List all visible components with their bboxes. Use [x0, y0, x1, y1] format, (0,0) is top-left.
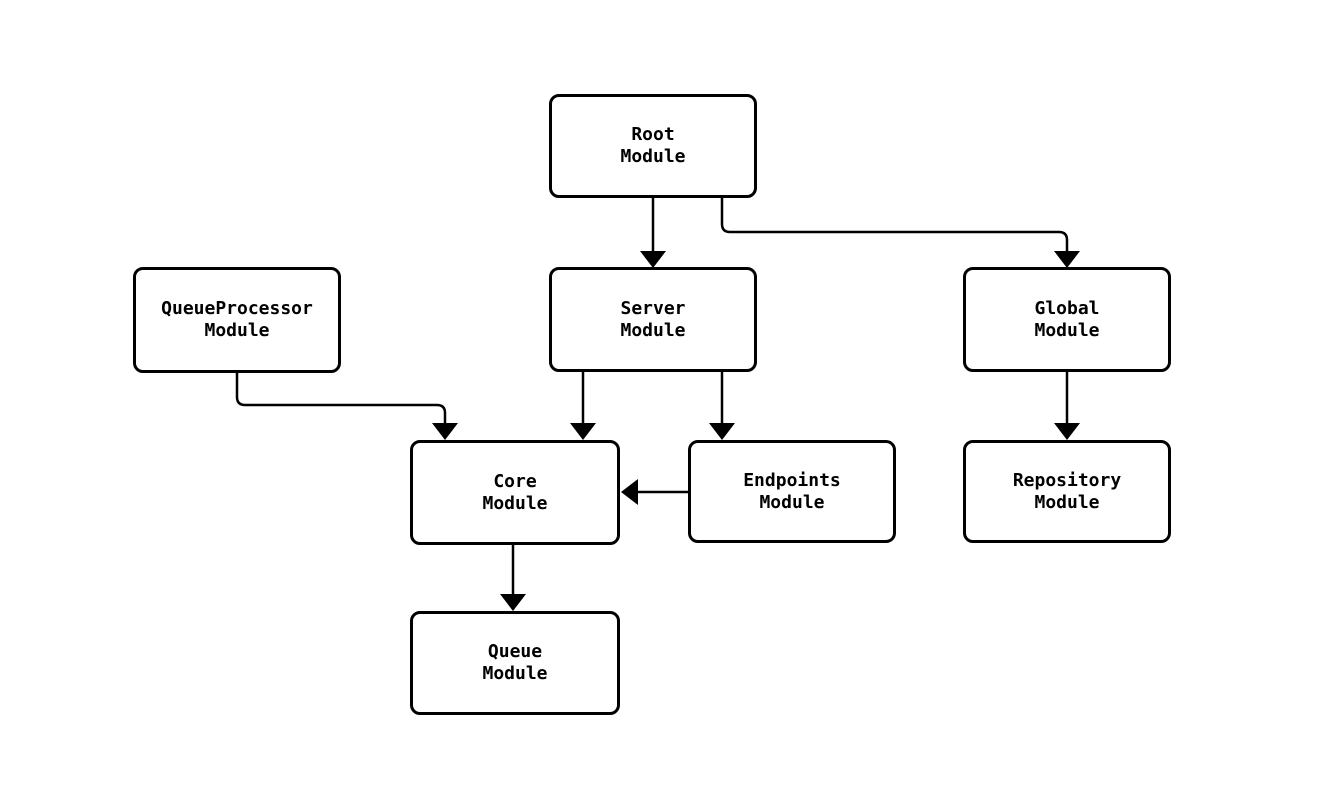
edge-server-to-endpoints	[709, 372, 735, 440]
node-queueprocessor-module-label: QueueProcessor Module	[161, 298, 313, 341]
edge-core-to-queue	[500, 545, 526, 611]
edge-queueprocessor-to-core	[235, 373, 458, 440]
edge-endpoints-to-core	[621, 479, 688, 505]
node-repository-module-label: Repository Module	[1012, 469, 1122, 513]
node-queueprocessor-module: QueueProcessor Module	[133, 267, 341, 373]
node-core-module: Core Module	[410, 440, 620, 545]
edge-server-to-core	[570, 372, 596, 440]
node-server-module-label: Server Module	[620, 297, 686, 341]
edge-root-to-server	[640, 197, 666, 268]
node-root-module-label: Root Module	[620, 124, 686, 167]
node-global-module: Global Module	[963, 267, 1171, 372]
node-core-module-label: Core Module	[482, 470, 548, 514]
node-root-module: Root Module	[549, 94, 757, 198]
node-server-module: Server Module	[549, 267, 757, 372]
node-global-module-label: Global Module	[1034, 297, 1100, 341]
node-queue-module: Queue Module	[410, 611, 620, 715]
node-endpoints-module-label: Endpoints Module	[743, 469, 841, 513]
node-queue-module-label: Queue Module	[482, 641, 548, 684]
node-repository-module: Repository Module	[963, 440, 1171, 543]
node-endpoints-module: Endpoints Module	[688, 440, 896, 543]
edge-root-to-global	[720, 197, 1080, 268]
edge-global-to-repository	[1054, 372, 1080, 440]
